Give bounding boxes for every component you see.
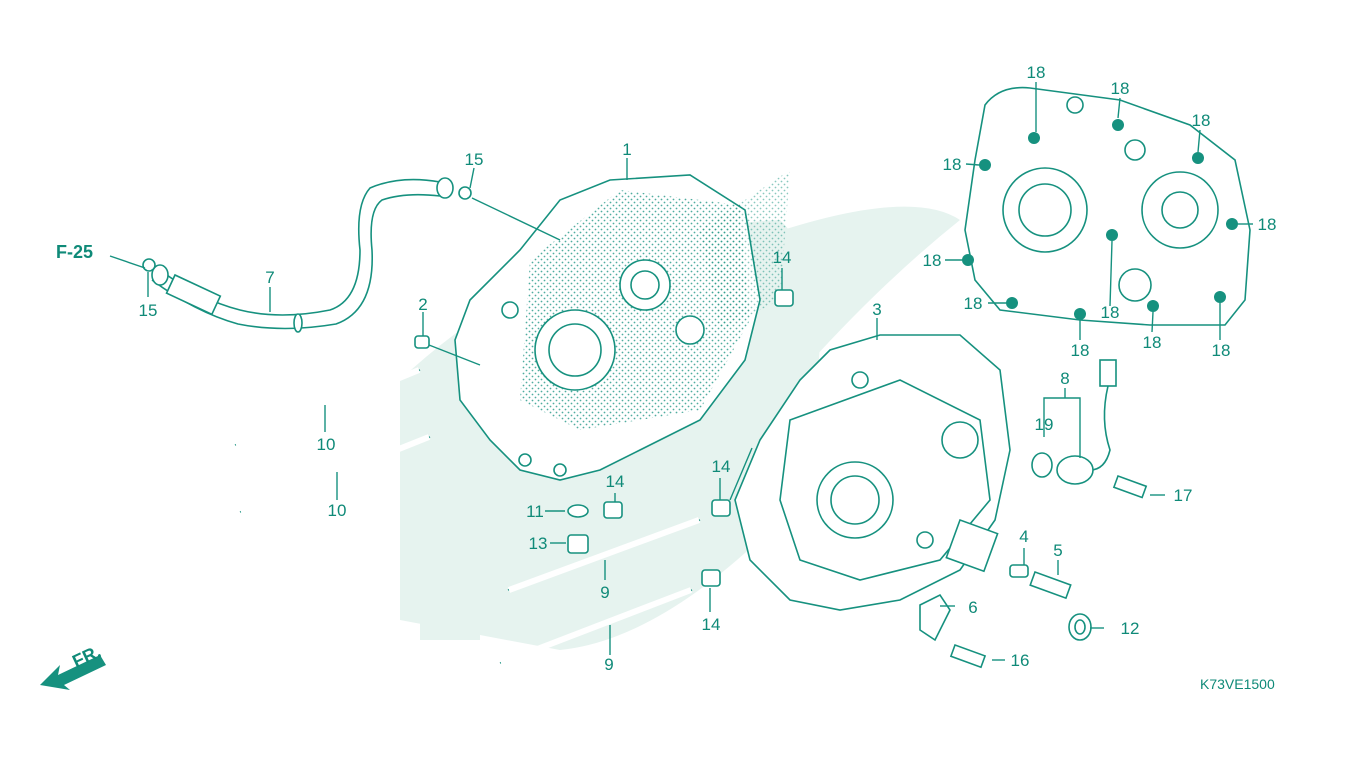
stud-bolt-10-upper <box>234 367 421 448</box>
callout-10-upper: 10 <box>317 435 336 454</box>
callout-18-j: 18 <box>1143 333 1162 352</box>
leader-lines <box>109 82 1253 661</box>
callout-5: 5 <box>1053 541 1062 560</box>
callout-18-k: 18 <box>1212 341 1231 360</box>
callout-18-b: 18 <box>1111 79 1130 98</box>
diagram-code: K73VE1500 <box>1200 676 1275 692</box>
callout-3: 3 <box>872 300 881 319</box>
plate-6 <box>919 593 951 642</box>
dowel-pins <box>414 289 794 587</box>
clips-15 <box>142 186 472 272</box>
callout-15-top: 15 <box>465 150 484 169</box>
breather-hose <box>151 177 454 333</box>
oil-seal-12 <box>1068 613 1092 641</box>
pin-4 <box>1009 564 1029 578</box>
callout-7: 7 <box>265 268 274 287</box>
stud-bolt-9-lower <box>499 587 693 666</box>
callout-1: 1 <box>622 140 631 159</box>
callout-10-lower: 10 <box>328 501 347 520</box>
callout-6: 6 <box>968 598 977 617</box>
callout-14-b: 14 <box>606 472 625 491</box>
callout-14-a: 14 <box>773 248 792 267</box>
callout-18-d: 18 <box>943 155 962 174</box>
callout-18-i: 18 <box>1101 303 1120 322</box>
callout-13: 13 <box>529 534 548 553</box>
bolt-16 <box>949 643 987 669</box>
callout-18-h: 18 <box>1071 341 1090 360</box>
drain-bolt-13 <box>567 534 589 554</box>
callout-15-left: 15 <box>139 301 158 320</box>
callout-12: 12 <box>1121 619 1140 638</box>
callout-4: 4 <box>1019 527 1028 546</box>
callout-19: 19 <box>1035 415 1054 434</box>
callout-18-f: 18 <box>923 251 942 270</box>
callout-11: 11 <box>526 502 544 521</box>
callout-18-g: 18 <box>964 294 983 313</box>
spring-5 <box>1029 570 1072 600</box>
left-crankcase <box>454 170 790 481</box>
neutral-switch-assembly <box>1031 359 1148 499</box>
callout-17: 17 <box>1174 486 1193 505</box>
callout-8: 8 <box>1060 369 1069 388</box>
callout-18-c: 18 <box>1192 111 1211 130</box>
stud-bolt-10-lower <box>239 434 431 515</box>
callout-18-a: 18 <box>1027 63 1046 82</box>
reference-f25: F-25 <box>56 242 93 262</box>
crankcase-gasket <box>962 86 1251 326</box>
callout-14-d: 14 <box>702 615 721 634</box>
callout-16: 16 <box>1011 651 1030 670</box>
washer-11 <box>567 504 589 518</box>
callout-14-c: 14 <box>712 457 731 476</box>
callout-18-e: 18 <box>1258 215 1277 234</box>
front-arrow-icon <box>40 655 106 690</box>
stud-bolt-9-upper <box>507 517 701 593</box>
callout-9-lower: 9 <box>604 655 613 674</box>
callout-2: 2 <box>418 295 427 314</box>
callout-9-upper: 9 <box>600 583 609 602</box>
right-crankcase <box>734 334 1011 611</box>
